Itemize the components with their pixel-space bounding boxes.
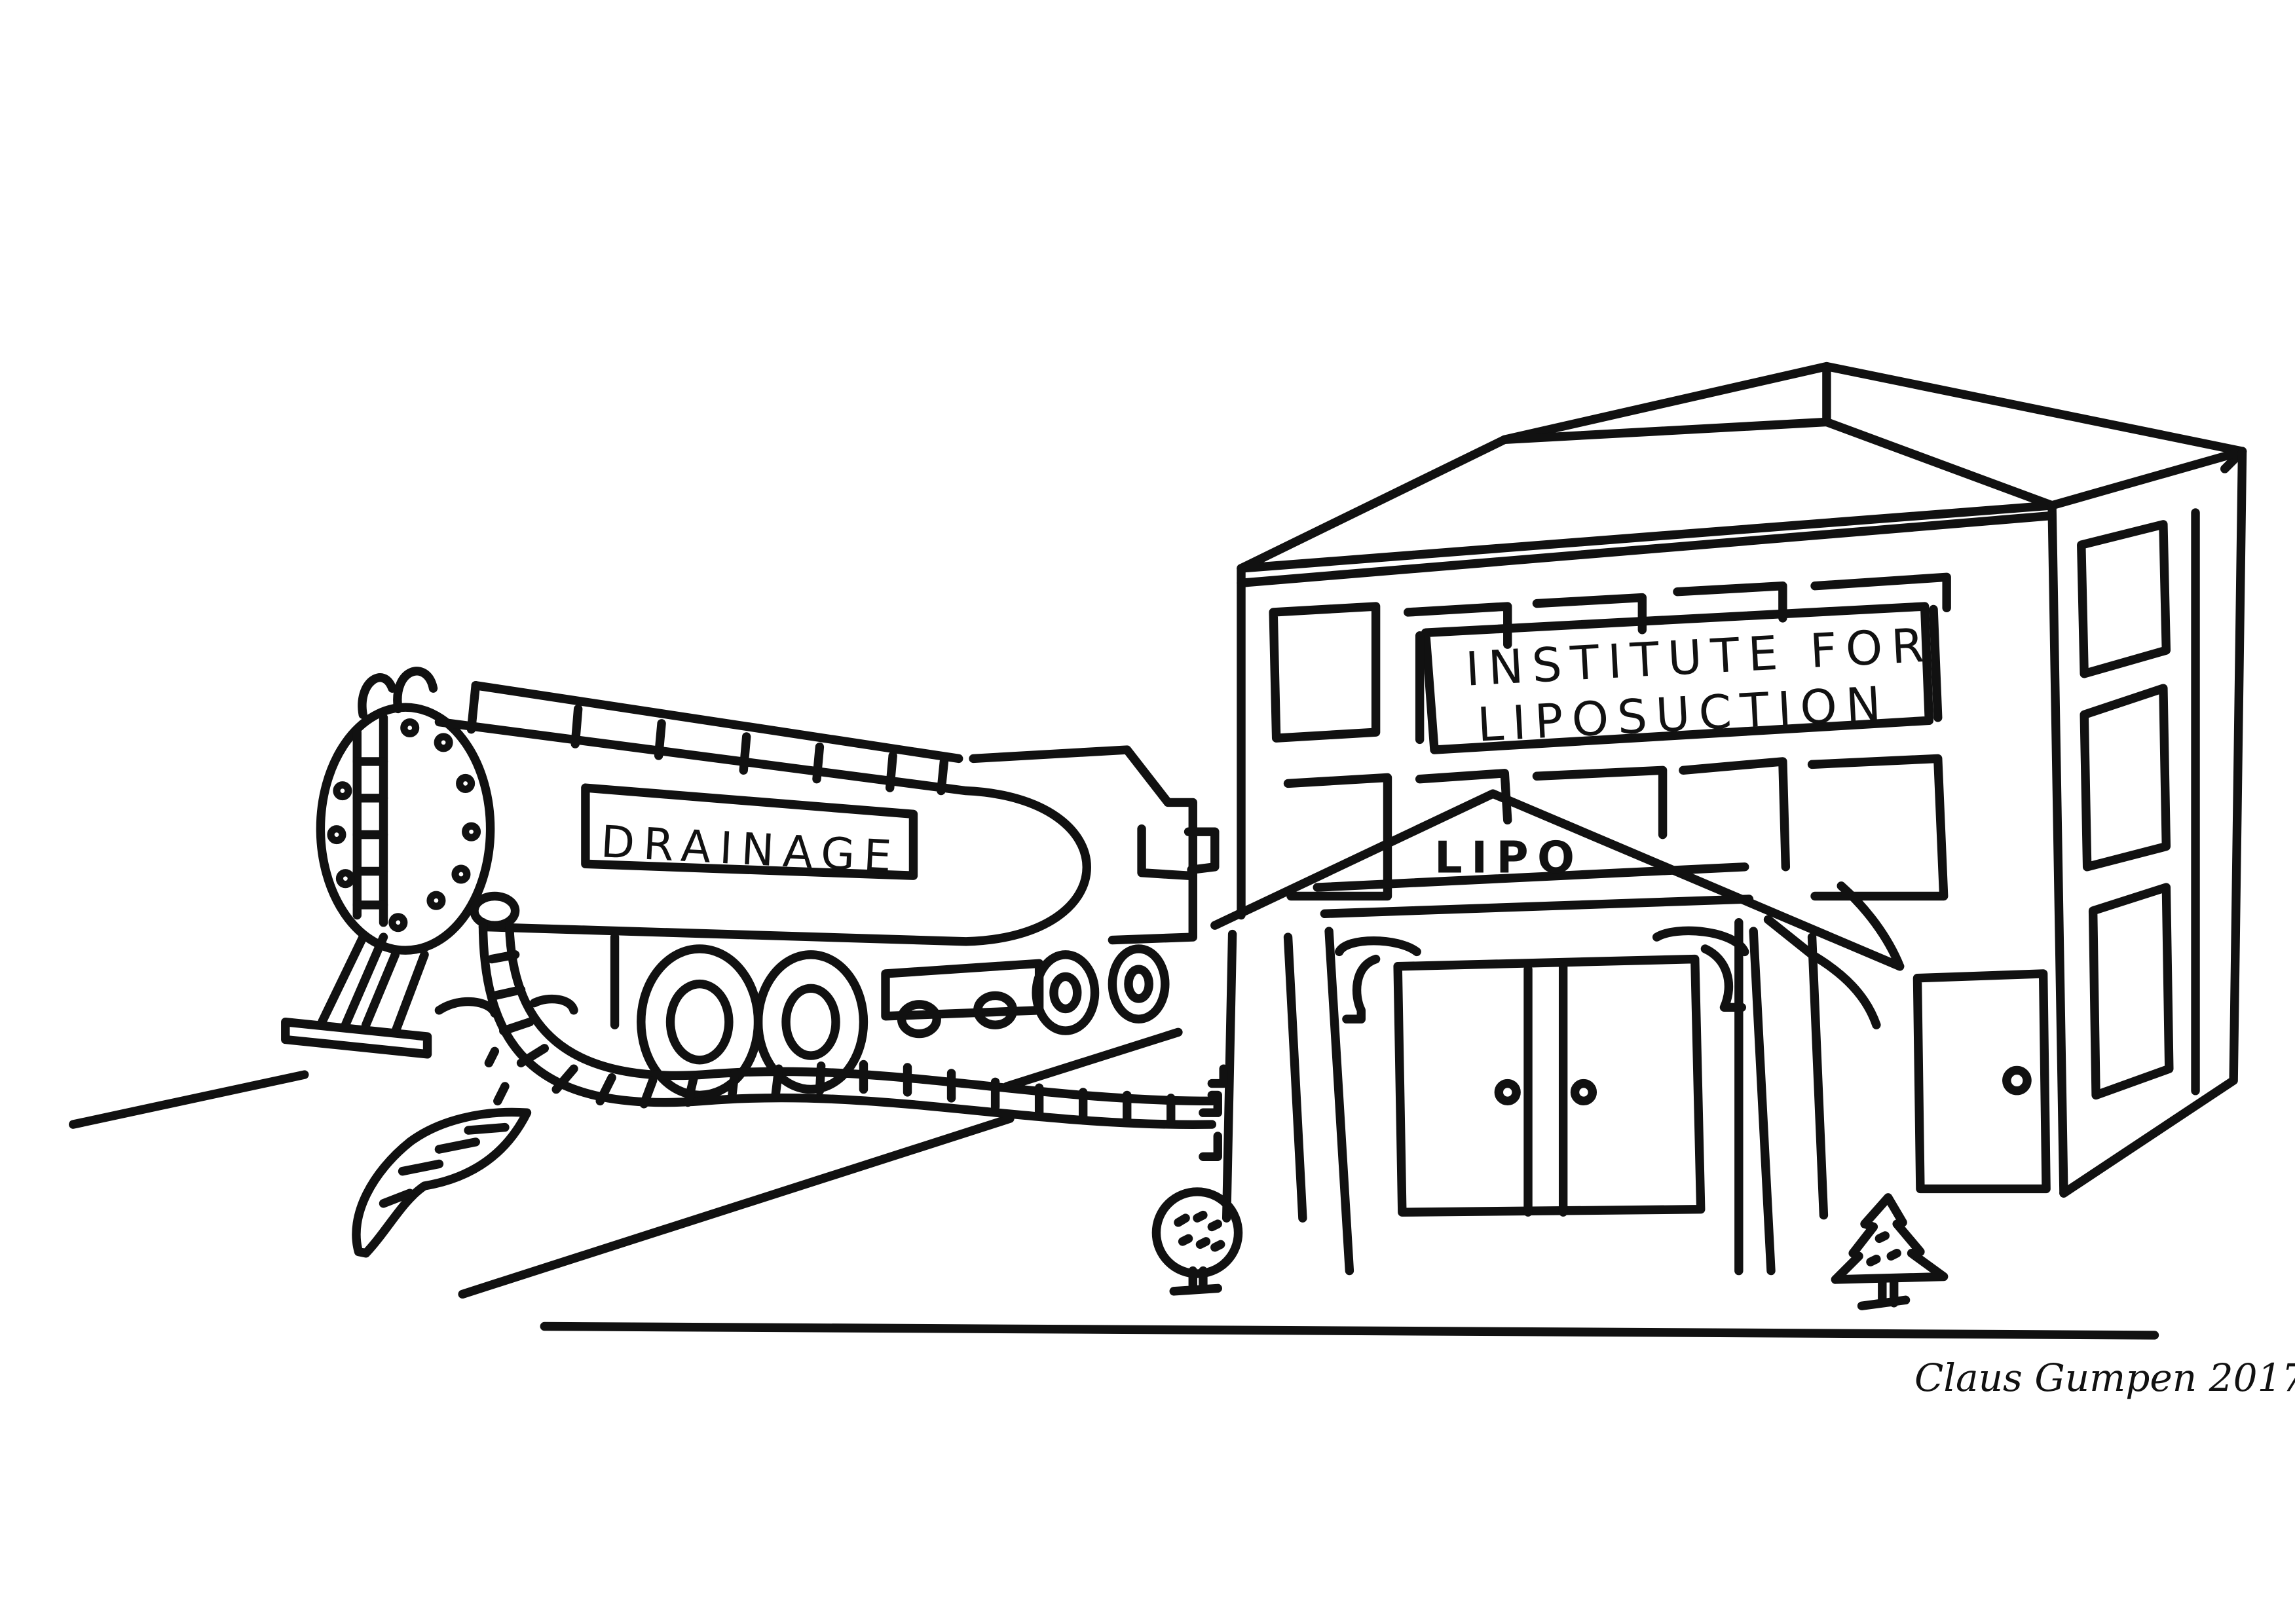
artist-signature: Claus Gumpen 2017 bbox=[1914, 1356, 2295, 1400]
fat-drip-puddle bbox=[352, 1046, 532, 1258]
conifer-shrub bbox=[1831, 1193, 1949, 1310]
hatch-rivets bbox=[327, 718, 481, 932]
road-lines bbox=[69, 1027, 2159, 1340]
lipo-label: LIPO bbox=[1434, 832, 1583, 883]
institute-sign: INSTITUTE FOR LIPOSUCTION bbox=[1415, 602, 1943, 754]
drainage-sign: DRAINAGE bbox=[581, 783, 918, 883]
lipo-portico bbox=[1199, 789, 2032, 1276]
institute-building bbox=[1237, 361, 2247, 1198]
drainage-label: DRAINAGE bbox=[599, 816, 901, 883]
suction-hose bbox=[478, 918, 1217, 1130]
round-shrub bbox=[1151, 1187, 1243, 1296]
drainage-tanker-truck bbox=[281, 667, 1220, 1100]
